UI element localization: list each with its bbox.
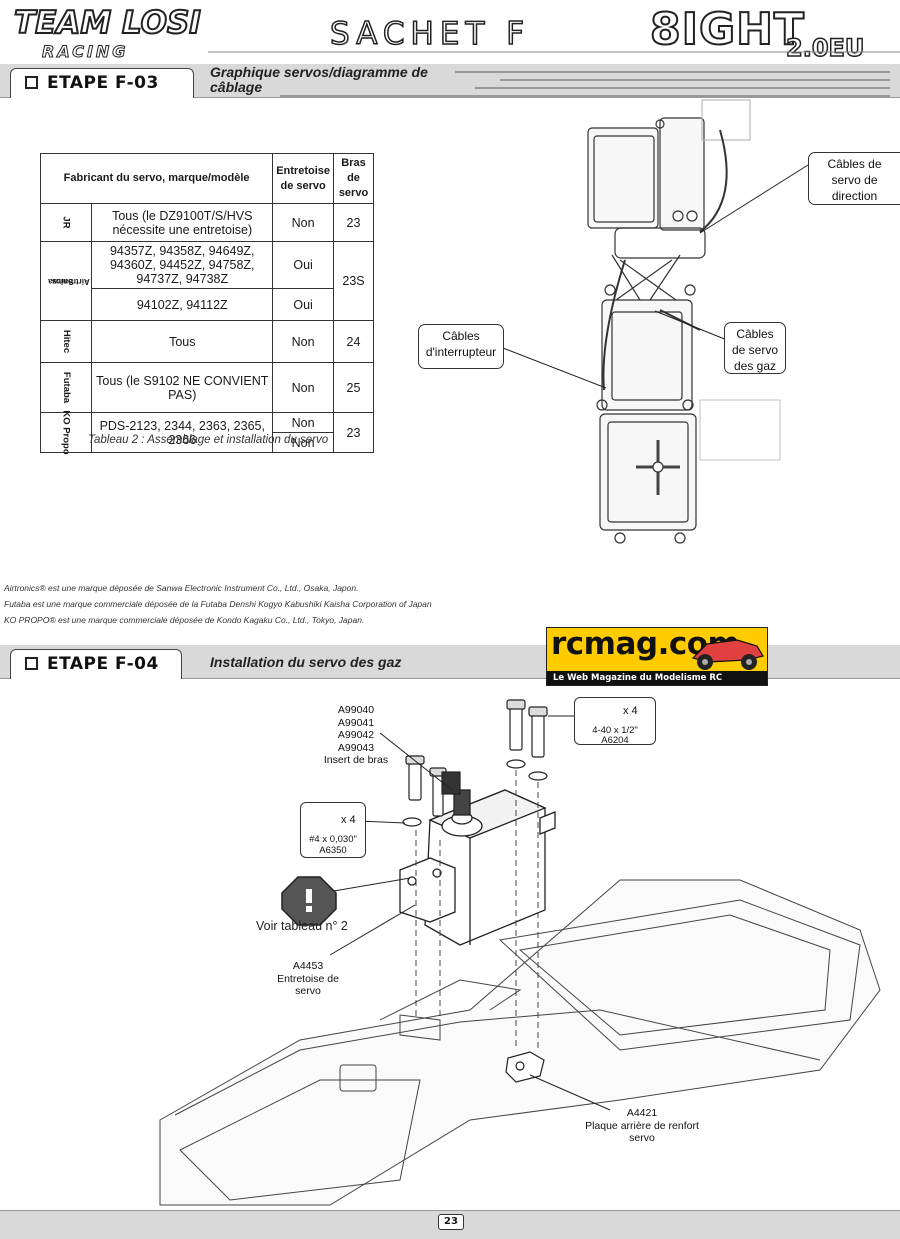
brand-logo: TEAM LOSI RACING (13, 5, 214, 62)
rc-car-icon (691, 639, 764, 670)
screw-spec: 4-40 x 1/2" (592, 725, 638, 736)
bag-title: SACHET F (329, 15, 531, 53)
spacer-cell: Non (272, 203, 334, 242)
brand-cell: KO Propo (39, 410, 93, 455)
watermark-tagline: Le Web Magazine du Modelisme RC (547, 671, 767, 685)
checkbox-icon (25, 76, 38, 89)
brand-cell: Futaba (39, 362, 93, 413)
step-f03-title-2: câblage (210, 79, 263, 95)
servo-table: Fabricant du servo, marque/modèle Entret… (39, 153, 374, 455)
arm-cell: 25 (333, 362, 374, 413)
label-rear-plate: A4421 Plaque arrière de renfort servo (585, 1107, 699, 1144)
product-logo: 8IGHT (649, 3, 805, 56)
model-cell: Tous (le DZ9100T/S/HVS nécessite une ent… (91, 203, 274, 242)
brand-logo-sub: RACING (41, 42, 129, 62)
model-cell: Tous (le S9102 NE CONVIENT PAS) (91, 362, 274, 413)
checkbox-icon (25, 657, 38, 670)
brand-cell: JR (39, 203, 93, 242)
table-row: Hitec Tous Non 24 (39, 320, 374, 363)
step-f03-header: ETAPE F-03 (0, 64, 900, 98)
brand-logo-main: TEAM LOSI (13, 5, 202, 41)
screw-part: A6204 (601, 735, 629, 746)
step-label: ETAPE F-04 (47, 654, 159, 674)
model-cell: Tous (91, 320, 274, 363)
warning-octagon-icon (281, 876, 337, 926)
spacer-cell: Oui (272, 241, 334, 289)
label-servo-spacer: A4453 Entretoise de servo (277, 960, 339, 997)
table-header-spacer: Entretoise de servo (272, 153, 334, 204)
model-cell: PDS-2123, 2344, 2363, 2365, 2366 (91, 412, 274, 453)
watermark-logo[interactable]: rcmag.com Le Web Magazine du Modelisme R… (546, 627, 768, 686)
arm-cell: 23S (333, 241, 374, 321)
label-horn-insert: A99040 A99041 A99042 A99043 Insert de br… (323, 704, 389, 766)
spacer-cell: Non (272, 320, 334, 363)
footnote: Futaba est une marque commerciale déposé… (4, 599, 432, 609)
table-header-maker: Fabricant du servo, marque/modèle (39, 153, 274, 204)
table-row: KO Propo PDS-2123, 2344, 2363, 2365, 236… (39, 410, 374, 455)
screw-qty: x 4 (623, 705, 638, 717)
model-cell: 94102Z, 94112Z (91, 288, 274, 321)
hardware-washer-box: x 4 #4 x 0,030" A6350 (300, 802, 366, 858)
spacer-cell: Non (272, 432, 334, 453)
table-row: Futaba Tous (le S9102 NE CONVIENT PAS) N… (39, 362, 374, 413)
table-header-arm: Bras de servo (333, 153, 374, 204)
arm-cell: 24 (333, 320, 374, 363)
step-tab: ETAPE F-04 (10, 649, 182, 679)
footnote: Airtronics® est une marque déposée de Sa… (4, 583, 359, 593)
brand-cell: Hitec (39, 320, 93, 363)
callout-switch-cables: Câbles d'interrupteur (418, 324, 504, 369)
product-version: 2.0EU (785, 33, 865, 63)
step-f03-title-1: Graphique servos/diagramme de (210, 64, 428, 80)
page-number: 23 (438, 1214, 464, 1230)
washer-part: A6350 (319, 845, 347, 856)
servo-drawing (399, 789, 556, 946)
table-row: JR Tous (le DZ9100T/S/HVS nécessite une … (39, 203, 374, 242)
table-caption: Tableau 2 : Assemblage et installation d… (88, 434, 329, 446)
callout-throttle-cables: Câbles de servo des gaz (724, 322, 786, 374)
see-table-note: Voir tableau n° 2 (256, 919, 348, 933)
spacer-cell: Non (272, 362, 334, 413)
washer-qty: x 4 (341, 814, 356, 826)
model-cell: 94357Z, 94358Z, 94649Z, 94360Z, 94452Z, … (91, 241, 274, 289)
table-row: 94102Z, 94112Z Oui (41, 288, 374, 321)
spacer-cell: Non (272, 412, 334, 433)
hardware-screw-box: x 4 4-40 x 1/2" A6204 (574, 697, 656, 746)
callout-steering-cables: Câbles de servo de direction (808, 152, 900, 205)
step-tab: ETAPE F-03 (10, 68, 194, 98)
table-row: Non (41, 432, 374, 453)
arm-cell: 23 (333, 412, 374, 453)
washer-spec: #4 x 0,030" (309, 834, 357, 845)
trademark-footnotes: Airtronics® est une marque déposée de Sa… (4, 580, 432, 628)
hardware-drawing (402, 699, 548, 1083)
footnote: KO PROPO® est une marque commerciale dép… (4, 615, 365, 625)
step-label: ETAPE F-03 (47, 73, 159, 93)
step-f04-title: Installation du servo des gaz (210, 654, 402, 670)
arm-cell: 23 (333, 203, 374, 242)
spacer-cell: Oui (272, 288, 334, 321)
